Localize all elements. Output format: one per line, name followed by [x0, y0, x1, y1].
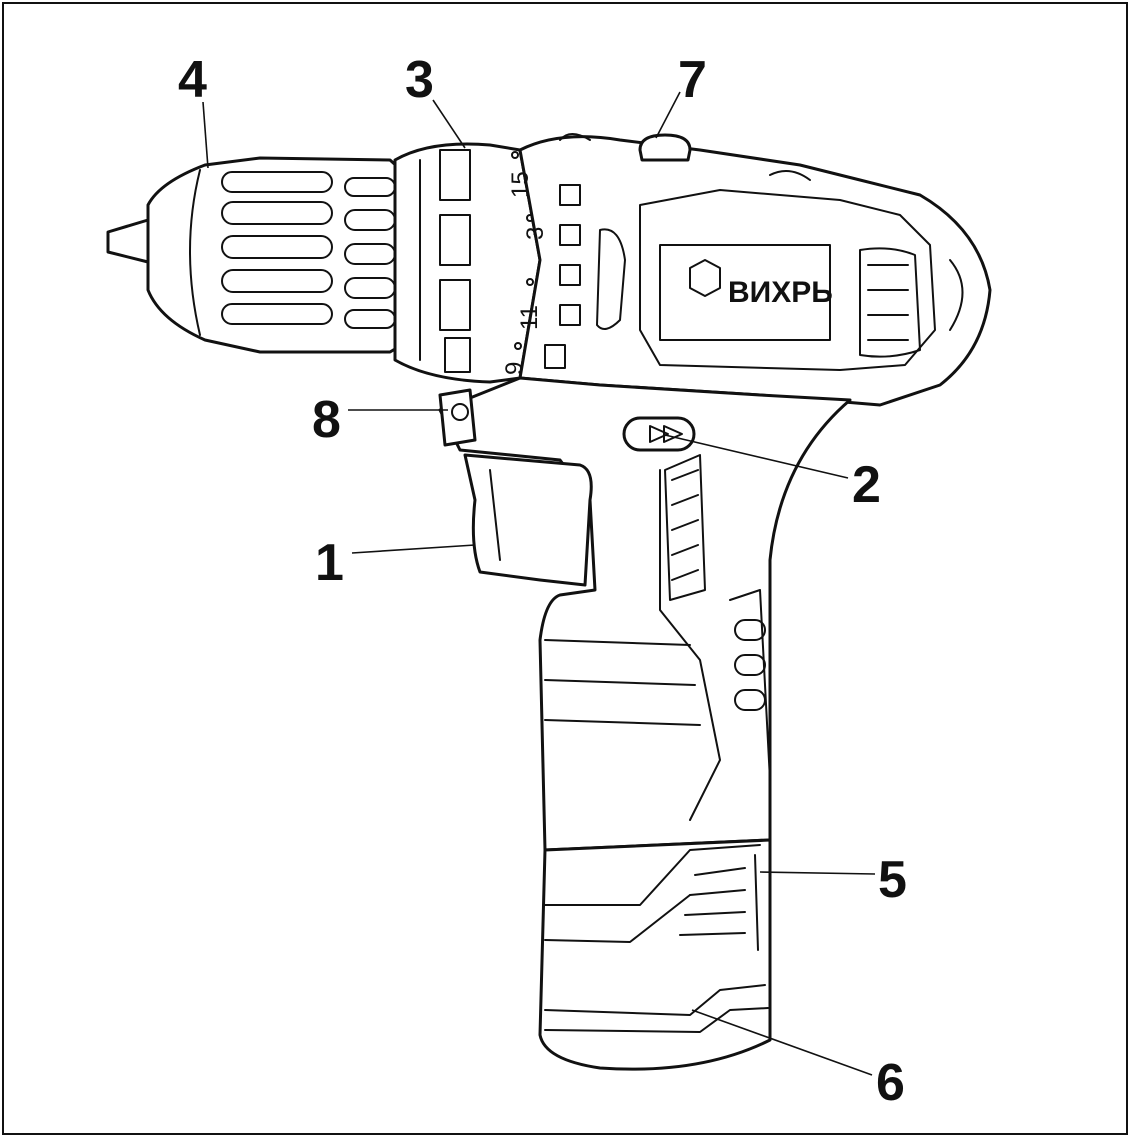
callout-7: 7	[678, 51, 707, 109]
callout-3: 3	[405, 51, 434, 109]
callout-2: 2	[852, 456, 881, 514]
callout-1: 1	[315, 534, 344, 592]
torque-collar	[393, 142, 542, 384]
dial-mark-9: 9	[501, 362, 528, 375]
callout-4: 4	[178, 51, 207, 109]
torque-dial-marks: 15 3 11 9	[501, 171, 549, 375]
leader-4	[202, 101, 209, 169]
callout-numbers: 4 3 7 8 2 1 5 6	[178, 51, 907, 1112]
direction-switch	[622, 416, 696, 452]
brand-badge: ВИХРЬ	[689, 259, 833, 309]
motor-housing	[518, 133, 992, 407]
trigger	[463, 453, 593, 587]
leader-3	[432, 99, 466, 149]
leader-5	[759, 871, 876, 875]
handle	[438, 376, 852, 852]
leader-2	[664, 434, 849, 479]
leader-lines	[202, 91, 876, 1076]
leader-6	[691, 1009, 873, 1076]
led-light	[438, 388, 477, 447]
leader-1	[351, 544, 476, 554]
chuck	[106, 156, 412, 354]
dial-mark-3: 3	[522, 227, 549, 240]
leader-7	[655, 91, 681, 139]
brand-label: ВИХРЬ	[728, 276, 833, 309]
speed-switch	[638, 133, 692, 162]
callout-8: 8	[312, 391, 341, 449]
dial-mark-11: 11	[516, 305, 543, 330]
battery-pack	[538, 838, 772, 1071]
callout-6: 6	[876, 1054, 905, 1112]
callout-5: 5	[878, 851, 907, 909]
battery-latch	[679, 854, 759, 951]
dial-mark-15: 15	[507, 171, 534, 198]
